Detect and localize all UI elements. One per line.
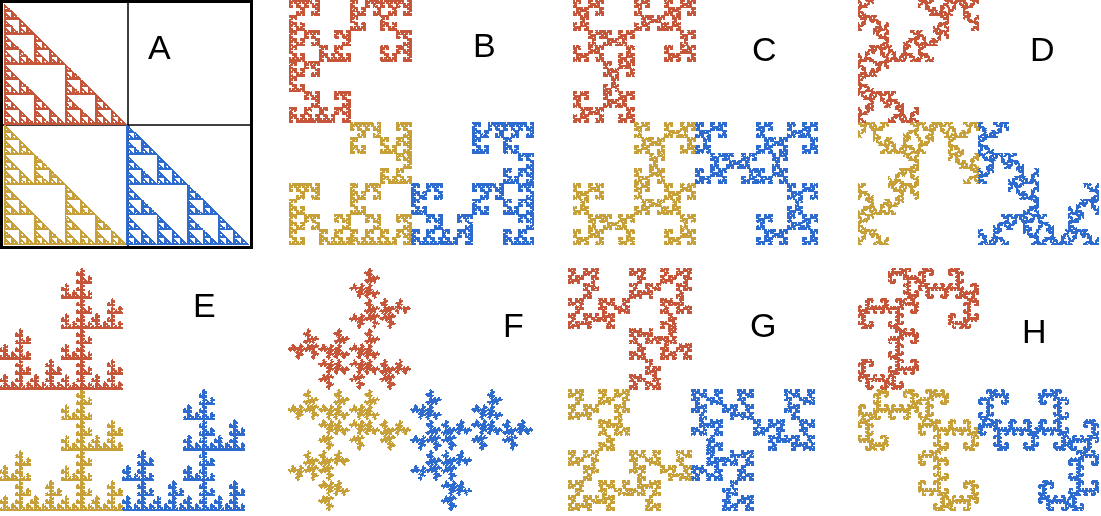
panel-letter: F	[503, 308, 524, 342]
frame-border	[2, 2, 252, 248]
panel-letter: E	[193, 288, 216, 322]
panel-letter: B	[473, 28, 496, 62]
fractal-panel	[573, 0, 819, 246]
fractal-panel	[288, 268, 534, 512]
panel-letter: A	[148, 30, 171, 64]
panel-letter: D	[1030, 32, 1055, 66]
fractal-panel	[858, 268, 1100, 512]
panel-letter: G	[750, 308, 776, 342]
fractal-panel	[289, 0, 535, 246]
fractal-panel	[4, 4, 250, 246]
fractal-panel	[858, 0, 1100, 246]
panel-letter: H	[1022, 314, 1047, 348]
fractal-panel	[568, 268, 816, 512]
panel-letter: C	[752, 32, 777, 66]
